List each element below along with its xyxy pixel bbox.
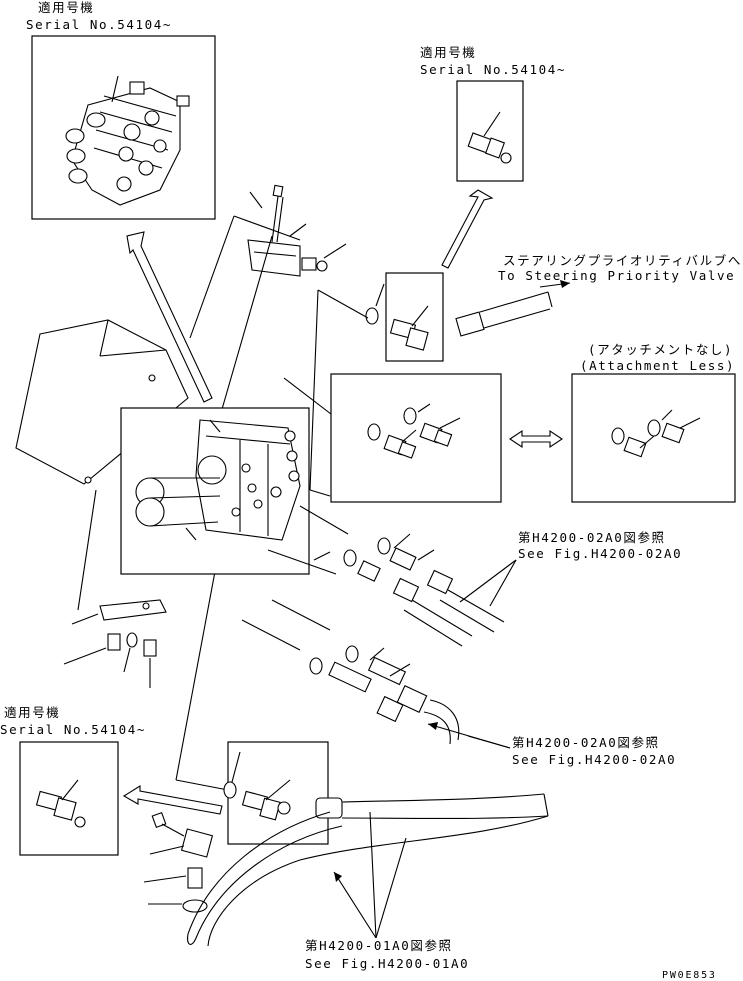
applicable-label-top-right: 適用号機 — [420, 45, 476, 60]
arrow-to-inset-top-left — [126, 231, 213, 403]
cover-plate — [15, 319, 189, 485]
ref-label-02a0-lower-jp: 第H4200-02A0図参照 — [512, 735, 660, 750]
inset-frame-bottom-left — [19, 741, 119, 856]
elbow-fitting-icon — [467, 111, 512, 164]
fitting-inset-middle — [330, 373, 502, 503]
ref-label-01a0-jp: 第H4200-01A0図参照 — [305, 938, 453, 953]
serial-label-top-right: Serial No.54104~ — [420, 62, 566, 77]
arrow-to-inset-top-right — [441, 189, 494, 269]
applicable-label-bottom-left: 適用号機 — [4, 705, 60, 720]
elbow-nipple-clamp — [143, 811, 214, 913]
valve-block-icon — [135, 419, 301, 541]
long-hose-bottom: 第H4200-01A0図参照 See Fig.H4200-01A0 — [187, 793, 549, 971]
drawing-code: PW0E853 — [662, 970, 717, 981]
fitting-pair-middle-icon — [367, 403, 461, 459]
steering-label-en: To Steering Priority Valve — [498, 268, 735, 283]
steering-hose-group: ステアリングプライオリティバルブへ To Steering Priority V… — [385, 253, 742, 362]
arrow-to-inset-bottom-left — [122, 785, 223, 815]
steering-label-jp: ステアリングプライオリティバルブへ — [503, 253, 742, 268]
double-arrow-icon — [509, 429, 563, 449]
tee-fitting-icon — [223, 751, 291, 821]
bolt-bracket-top — [247, 184, 385, 325]
inset-elbow-serial: 適用号機 Serial No.54104~ — [420, 45, 566, 182]
hose-group-upper: 第H4200-02A0図参照 See Fig.H4200-02A0 — [267, 505, 682, 647]
attachment-label-en: (Attachment Less) — [580, 358, 735, 373]
tee-fitting-frame — [227, 741, 329, 845]
inset-frame-top-right — [456, 80, 524, 182]
elbow-fitting-bottom-left-icon — [35, 779, 86, 828]
ref-label-02a0-lower-en: See Fig.H4200-02A0 — [512, 752, 676, 767]
steering-hose-icon — [455, 291, 553, 337]
attachment-label-jp: (アタッチメントなし) — [588, 342, 733, 357]
inset-control-valve-serial: 適用号機 Serial No.54104~ — [26, 0, 216, 220]
ref-label-01a0-en: See Fig.H4200-01A0 — [305, 956, 469, 971]
ref-label-02a0-upper-en: See Fig.H4200-02A0 — [518, 546, 682, 561]
attachment-less-frame — [571, 373, 736, 503]
attachment-less-group: (アタッチメントなし) (Attachment Less) — [571, 342, 736, 503]
serial-label-bottom-left: Serial No.54104~ — [0, 722, 146, 737]
plug-fittings-icon — [611, 409, 701, 458]
applicable-label-top-left: 適用号機 — [38, 0, 94, 15]
serial-label-top-left: Serial No.54104~ — [26, 17, 172, 32]
guide-lines — [77, 215, 369, 791]
inset-bottom-left: 適用号機 Serial No.54104~ — [0, 705, 146, 856]
control-valve-assembly-icon — [65, 75, 190, 206]
hose-group-lower: 第H4200-02A0図参照 See Fig.H4200-02A0 — [241, 599, 676, 767]
ref-label-02a0-upper-jp: 第H4200-02A0図参照 — [518, 530, 666, 545]
bracket-bolts-lower — [63, 599, 167, 688]
elbow-small-icon — [389, 305, 429, 351]
